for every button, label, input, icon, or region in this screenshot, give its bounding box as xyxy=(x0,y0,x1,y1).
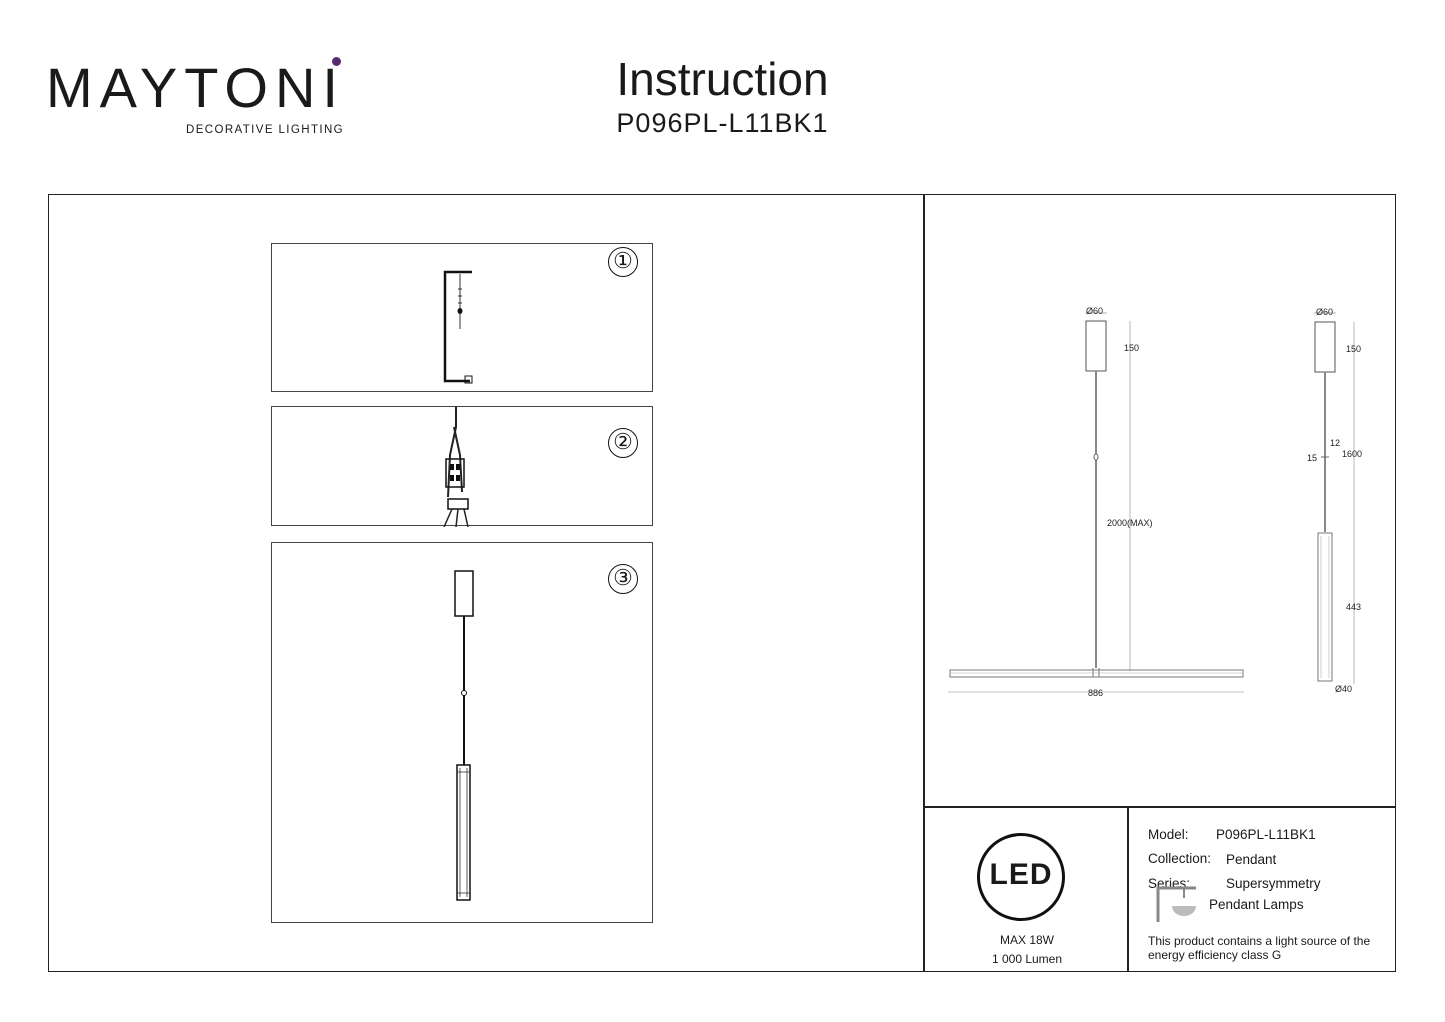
assembled-lamp-illustration xyxy=(454,570,474,901)
frame-divider-vertical xyxy=(923,194,925,972)
pendant-lamp-icon xyxy=(1156,886,1196,922)
brand-logo: MAYTONI xyxy=(46,58,346,138)
side-clip-width-label: 15 xyxy=(1307,453,1318,463)
mounting-bracket-illustration xyxy=(443,270,473,384)
model-code: P096PL-L11BK1 xyxy=(616,108,829,138)
collection-label: Collection: xyxy=(1148,851,1212,866)
front-max-drop-label: 2000(MAX) xyxy=(1107,518,1153,528)
front-canopy-diameter-label: Ø60 xyxy=(1086,306,1104,316)
front-canopy-height-label: 150 xyxy=(1124,343,1140,353)
brand-logo-dot xyxy=(332,57,341,66)
info-divider-vertical xyxy=(1127,806,1129,972)
model-value: P096PL-L11BK1 xyxy=(1216,827,1316,842)
collection-value: Pendant xyxy=(1226,852,1277,867)
step-1-number: ① xyxy=(608,247,638,277)
brand-name: MAYTONI xyxy=(46,56,345,119)
side-shade-diameter-label: Ø40 xyxy=(1335,684,1353,694)
step-2-panel: ② xyxy=(271,406,653,527)
side-total-height-label: 1600 xyxy=(1342,449,1363,459)
model-label: Model: xyxy=(1148,827,1189,842)
step-1-panel: ① xyxy=(271,243,653,392)
technical-drawing xyxy=(948,312,1355,693)
step-2-number: ② xyxy=(608,428,638,458)
step-3-panel: ③ xyxy=(271,542,653,923)
led-power: MAX 18W xyxy=(999,933,1054,947)
side-clip-height-label: 12 xyxy=(1330,438,1341,448)
type-value: Pendant Lamps xyxy=(1209,897,1304,912)
wiring-connection-illustration xyxy=(443,407,469,527)
front-width-label: 886 xyxy=(1088,688,1104,698)
led-lumen: 1 000 Lumen xyxy=(991,952,1063,966)
side-canopy-height-label: 150 xyxy=(1346,344,1362,354)
led-icon-text: LED xyxy=(989,858,1053,891)
document-frame xyxy=(48,194,1396,972)
brand-tagline: DECORATIVE LIGHTING xyxy=(186,124,345,136)
page-title: Instruction xyxy=(616,53,829,105)
side-canopy-diameter-label: Ø60 xyxy=(1316,307,1334,317)
energy-note: This product contains a light source of … xyxy=(1148,934,1371,962)
frame-divider-horizontal xyxy=(923,806,1396,808)
step-3-number: ③ xyxy=(608,564,638,594)
led-icon xyxy=(977,833,1065,921)
series-value: Supersymmetry xyxy=(1226,876,1321,891)
side-shade-length-label: 443 xyxy=(1346,602,1362,612)
